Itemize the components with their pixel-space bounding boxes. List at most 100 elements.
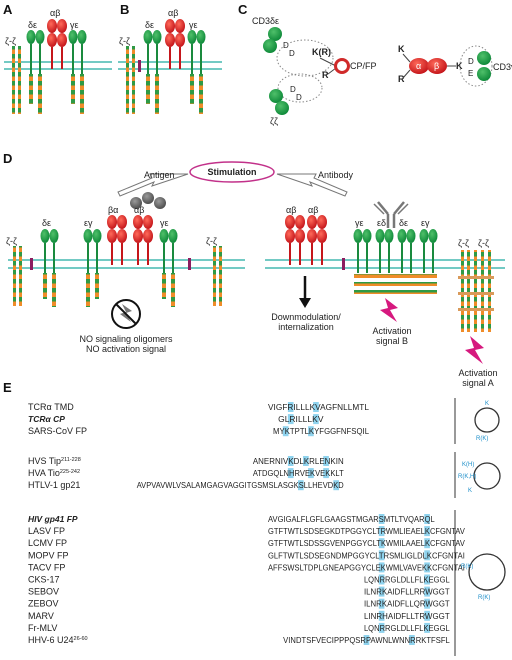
connector [402, 69, 411, 79]
sequence-name: SARS-CoV FP [28, 426, 87, 436]
cd3-gamma [353, 229, 363, 243]
stalk [137, 243, 139, 265]
residue-highlight [378, 610, 385, 621]
cd3-epsilon [35, 30, 45, 44]
cp-segment [138, 60, 141, 72]
stalk [299, 243, 301, 265]
residue-highlight [424, 538, 430, 549]
label-d: D [289, 49, 295, 58]
label-zeta-zeta: ζ-ζ [5, 36, 16, 46]
sequence-text: LQNRRGLDLLFLKEGGL [364, 575, 450, 585]
cd3-epsilon [152, 30, 162, 44]
panel-a: A ζ-ζ δε αβ γε [3, 2, 112, 114]
tcr-alpha [133, 215, 143, 229]
tail [86, 273, 90, 307]
residue-highlight [313, 414, 319, 425]
sequence-text: LQNRRGLDLLFLKEGGL [364, 623, 450, 633]
stalk [53, 243, 55, 273]
tcr-beta [295, 229, 305, 243]
stalk [163, 243, 165, 273]
residue-highlight [424, 586, 430, 597]
tcr-beta [107, 229, 117, 243]
tcr-alpha [285, 229, 295, 243]
cd3-gamma [159, 229, 169, 243]
sequence-text: AVPVAVWLVSALAMGAGVAGGITGSMSLASGKSLLHEVDK… [137, 480, 344, 490]
zeta-chain [132, 46, 135, 114]
zeta-domain [269, 89, 283, 103]
sequence-text: LINRHAIDFLLTRWGGT [364, 611, 450, 621]
tcr-beta [143, 215, 153, 229]
interaction-zone [459, 45, 493, 87]
cd3-gamma [92, 229, 102, 243]
residue-highlight [363, 635, 370, 645]
label-left-ab: αβ [134, 205, 144, 215]
sequence-name: CKS-17 [28, 575, 60, 585]
antigen-blob [142, 192, 154, 204]
no-signal-text-1: NO signaling oligomers [79, 334, 173, 344]
stimulation-oval [189, 161, 275, 183]
antibody-icon [373, 201, 409, 228]
sequence-text: GTFTWTLSDSSGVENPGGYCLTKWMILAAELKCFGNTAV [268, 538, 465, 548]
label-right-ge: γε [355, 218, 364, 228]
lightning-icon [380, 298, 398, 322]
tcr-dimer-left [107, 215, 153, 265]
sequence-name: Fr-MLV [28, 623, 57, 633]
residue-highlight [378, 586, 385, 597]
label-r: R [322, 70, 329, 80]
residue-highlight [323, 468, 329, 479]
residue-highlight [287, 468, 294, 479]
tcr-beta [317, 215, 327, 229]
residue-highlight [424, 574, 430, 585]
sequence-text: AVGIGALFLGFLGAAGSTMGARSMTLTVQARQL [268, 514, 435, 524]
sequence-name: LASV FP [28, 526, 65, 536]
stalk [111, 243, 113, 265]
panel-letter-c: C [238, 2, 248, 17]
panel-letter-e: E [3, 380, 12, 395]
stalk [121, 243, 123, 265]
zeta-chain [19, 246, 22, 306]
wheel-label: K [468, 488, 472, 494]
label-cd3-delta-epsilon: CD3δε [252, 16, 279, 26]
label-k-r: K(R) [312, 47, 331, 57]
label-right-de: δε [399, 218, 408, 228]
wheel-label: K(H) [462, 462, 474, 468]
cd3-epsilon [419, 229, 429, 243]
label-d: D [290, 85, 296, 94]
zeta-cluster [458, 250, 494, 332]
helical-wheel-3: R(K) R(K) [461, 553, 506, 601]
cd3-delta [40, 229, 50, 243]
cp-segment [30, 258, 33, 270]
tcr-dimer-right [285, 215, 327, 265]
zeta-chain [12, 46, 15, 114]
label-k: K [398, 44, 405, 54]
residue-highlight [308, 426, 314, 437]
panel-b: B ζ-ζ δε αβ γε [118, 2, 222, 114]
zeta-chain [219, 246, 222, 306]
cd3-gamma [68, 30, 78, 44]
delta-stalk [30, 44, 32, 74]
residue-highlight [378, 538, 385, 549]
panel-letter-a: A [3, 2, 13, 17]
sequence-text: GLRILLLKV [278, 414, 324, 424]
delta-stalk [147, 44, 149, 74]
tail [162, 273, 166, 299]
residue-highlight [378, 598, 385, 609]
wheel-label: R(K) [478, 595, 490, 601]
residue-highlight [424, 562, 430, 573]
residue-highlight [323, 456, 329, 466]
stalk [147, 243, 149, 265]
cd3-gamma [428, 229, 438, 243]
tcr-alpha-top [165, 19, 175, 33]
stalk [172, 243, 174, 273]
tcr-beta-top [175, 19, 185, 33]
tcr-alpha [307, 215, 317, 229]
stalk [321, 243, 323, 265]
sequence-text: ILNRKAIDFLLQRWGGT [364, 599, 450, 609]
gamma-stalk [72, 44, 74, 74]
label-right-zz-2: ζ-ζ [478, 238, 489, 248]
sequence-name: HTLV-1 gp21 [28, 480, 80, 490]
panel-letter-d: D [3, 151, 12, 166]
